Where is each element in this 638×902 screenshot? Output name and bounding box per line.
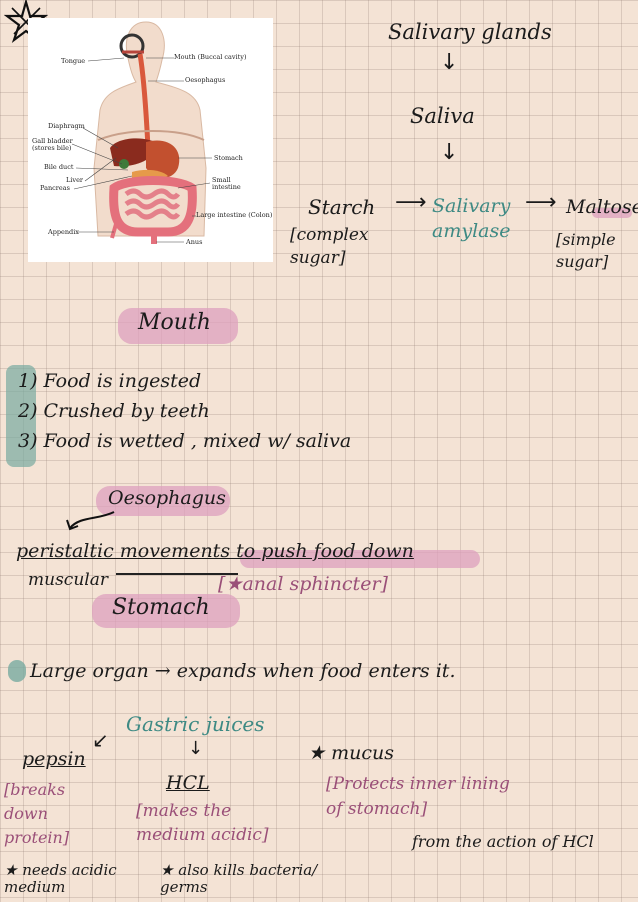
starch-note-text: [complex sugar] xyxy=(290,225,369,268)
label-pancreas: Pancreas xyxy=(40,184,70,192)
saliva-text: Saliva xyxy=(410,104,475,128)
arrow-right-icon: ⟶ xyxy=(525,190,557,215)
digestive-system-illustration xyxy=(71,21,212,244)
hcl-star-text: ★ also kills bacteria/ germs xyxy=(160,861,318,897)
maltose-note-text: [simple sugar] xyxy=(556,230,616,271)
peristalsis-text: peristaltic movements to push food down xyxy=(16,540,414,562)
bullet-dot-icon xyxy=(8,660,26,682)
oesophagus-heading: Oesophagus xyxy=(108,487,226,509)
enzyme-text: Salivary amylase xyxy=(432,195,511,242)
label-bile-duct: Bile duct xyxy=(44,163,74,171)
mouth-heading: Mouth xyxy=(138,310,211,335)
pepsin-star-text: ★ needs acidic medium xyxy=(4,861,117,897)
hcl-note-text: [makes the medium acidic] xyxy=(136,801,269,845)
mucus-text: ★ mucus xyxy=(308,742,394,764)
label-liver: Liver xyxy=(66,176,84,184)
label-anus: Anus xyxy=(186,238,203,246)
label-tongue: Tongue xyxy=(61,57,86,65)
label-appendix: Appendix xyxy=(48,228,79,236)
label-mouth: Mouth (Buccal cavity) xyxy=(174,53,247,61)
stomach-point: Large organ → expands when food enters i… xyxy=(30,660,456,682)
arrow-down-icon: ↓ xyxy=(188,738,204,759)
curved-arrow-icon xyxy=(66,511,115,531)
mucus-note-text: [Protects inner lining of stomach] xyxy=(326,774,510,819)
arrow-down-left-icon: ↙ xyxy=(92,728,109,752)
arrow-right-icon: ⟶ xyxy=(395,190,427,215)
pepsin-text: pepsin xyxy=(22,748,86,770)
mouth-point-3: 3) Food is wetted , mixed w/ saliva xyxy=(18,430,352,452)
muscular-text: muscular xyxy=(28,570,108,590)
digestive-system-diagram: Tongue Mouth (Buccal cavity) Oesophagus … xyxy=(28,18,273,262)
label-gall-bladder: Gall bladder (stores bile) xyxy=(32,137,73,152)
label-stomach: Stomach xyxy=(214,154,243,162)
anal-sphincter-text: [★anal sphincter] xyxy=(218,573,388,595)
arrow-down-icon: ↓ xyxy=(440,50,459,75)
starch-text: Starch xyxy=(308,195,376,219)
maltose-text: Maltose xyxy=(566,196,638,218)
pepsin-note-text: [breaks down protein] xyxy=(4,780,70,847)
label-small-intestine: Small intestine xyxy=(212,176,241,191)
arrow-down-icon: ↓ xyxy=(440,140,459,165)
label-oesophagus: Oesophagus xyxy=(185,76,226,84)
mucus-extra-text: from the action of HCl xyxy=(412,832,594,851)
stomach-heading: Stomach xyxy=(112,595,210,620)
gastric-juices-text: Gastric juices xyxy=(126,712,265,736)
salivary-glands-text: Salivary glands xyxy=(388,20,552,44)
hcl-text: HCL xyxy=(166,772,210,794)
label-diaphragm: Diaphragm xyxy=(48,122,85,130)
mouth-point-2: 2) Crushed by teeth xyxy=(18,400,210,422)
mouth-point-1: 1) Food is ingested xyxy=(18,370,202,392)
label-large-intestine: Large intestine (Colon) xyxy=(196,211,273,219)
